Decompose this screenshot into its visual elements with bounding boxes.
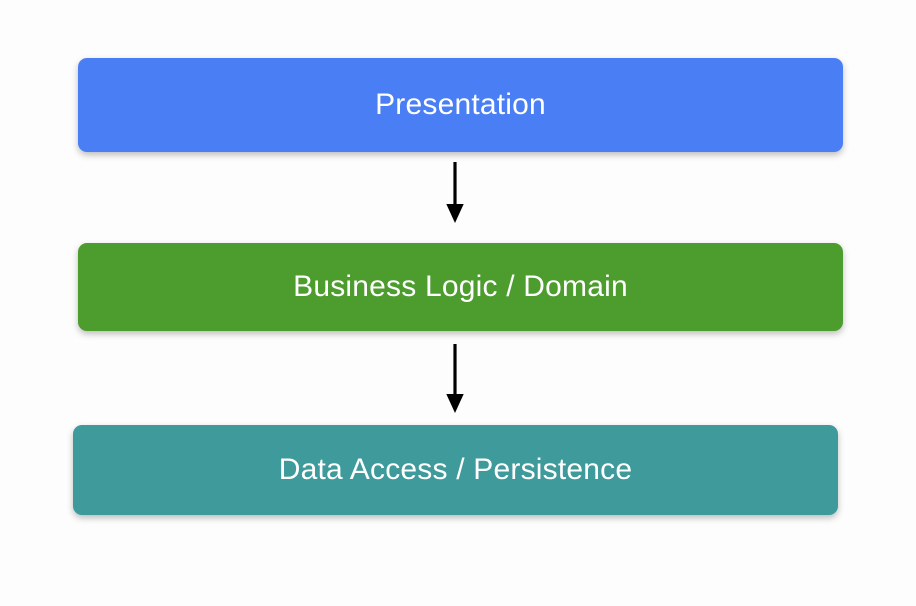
layer-label-presentation: Presentation [375,88,546,121]
arrow-down-icon-presentation-to-business [446,162,464,223]
arrow-head [446,204,464,223]
layer-box-presentation[interactable]: Presentation [78,58,843,152]
arrow-head [446,394,464,413]
layer-box-business-logic[interactable]: Business Logic / Domain [78,243,843,331]
layer-label-data-access: Data Access / Persistence [278,453,633,486]
layer-box-data-access[interactable]: Data Access / Persistence [73,425,838,515]
layer-label-business-logic: Business Logic / Domain [293,270,628,303]
arrow-down-icon-business-to-data [446,344,464,413]
